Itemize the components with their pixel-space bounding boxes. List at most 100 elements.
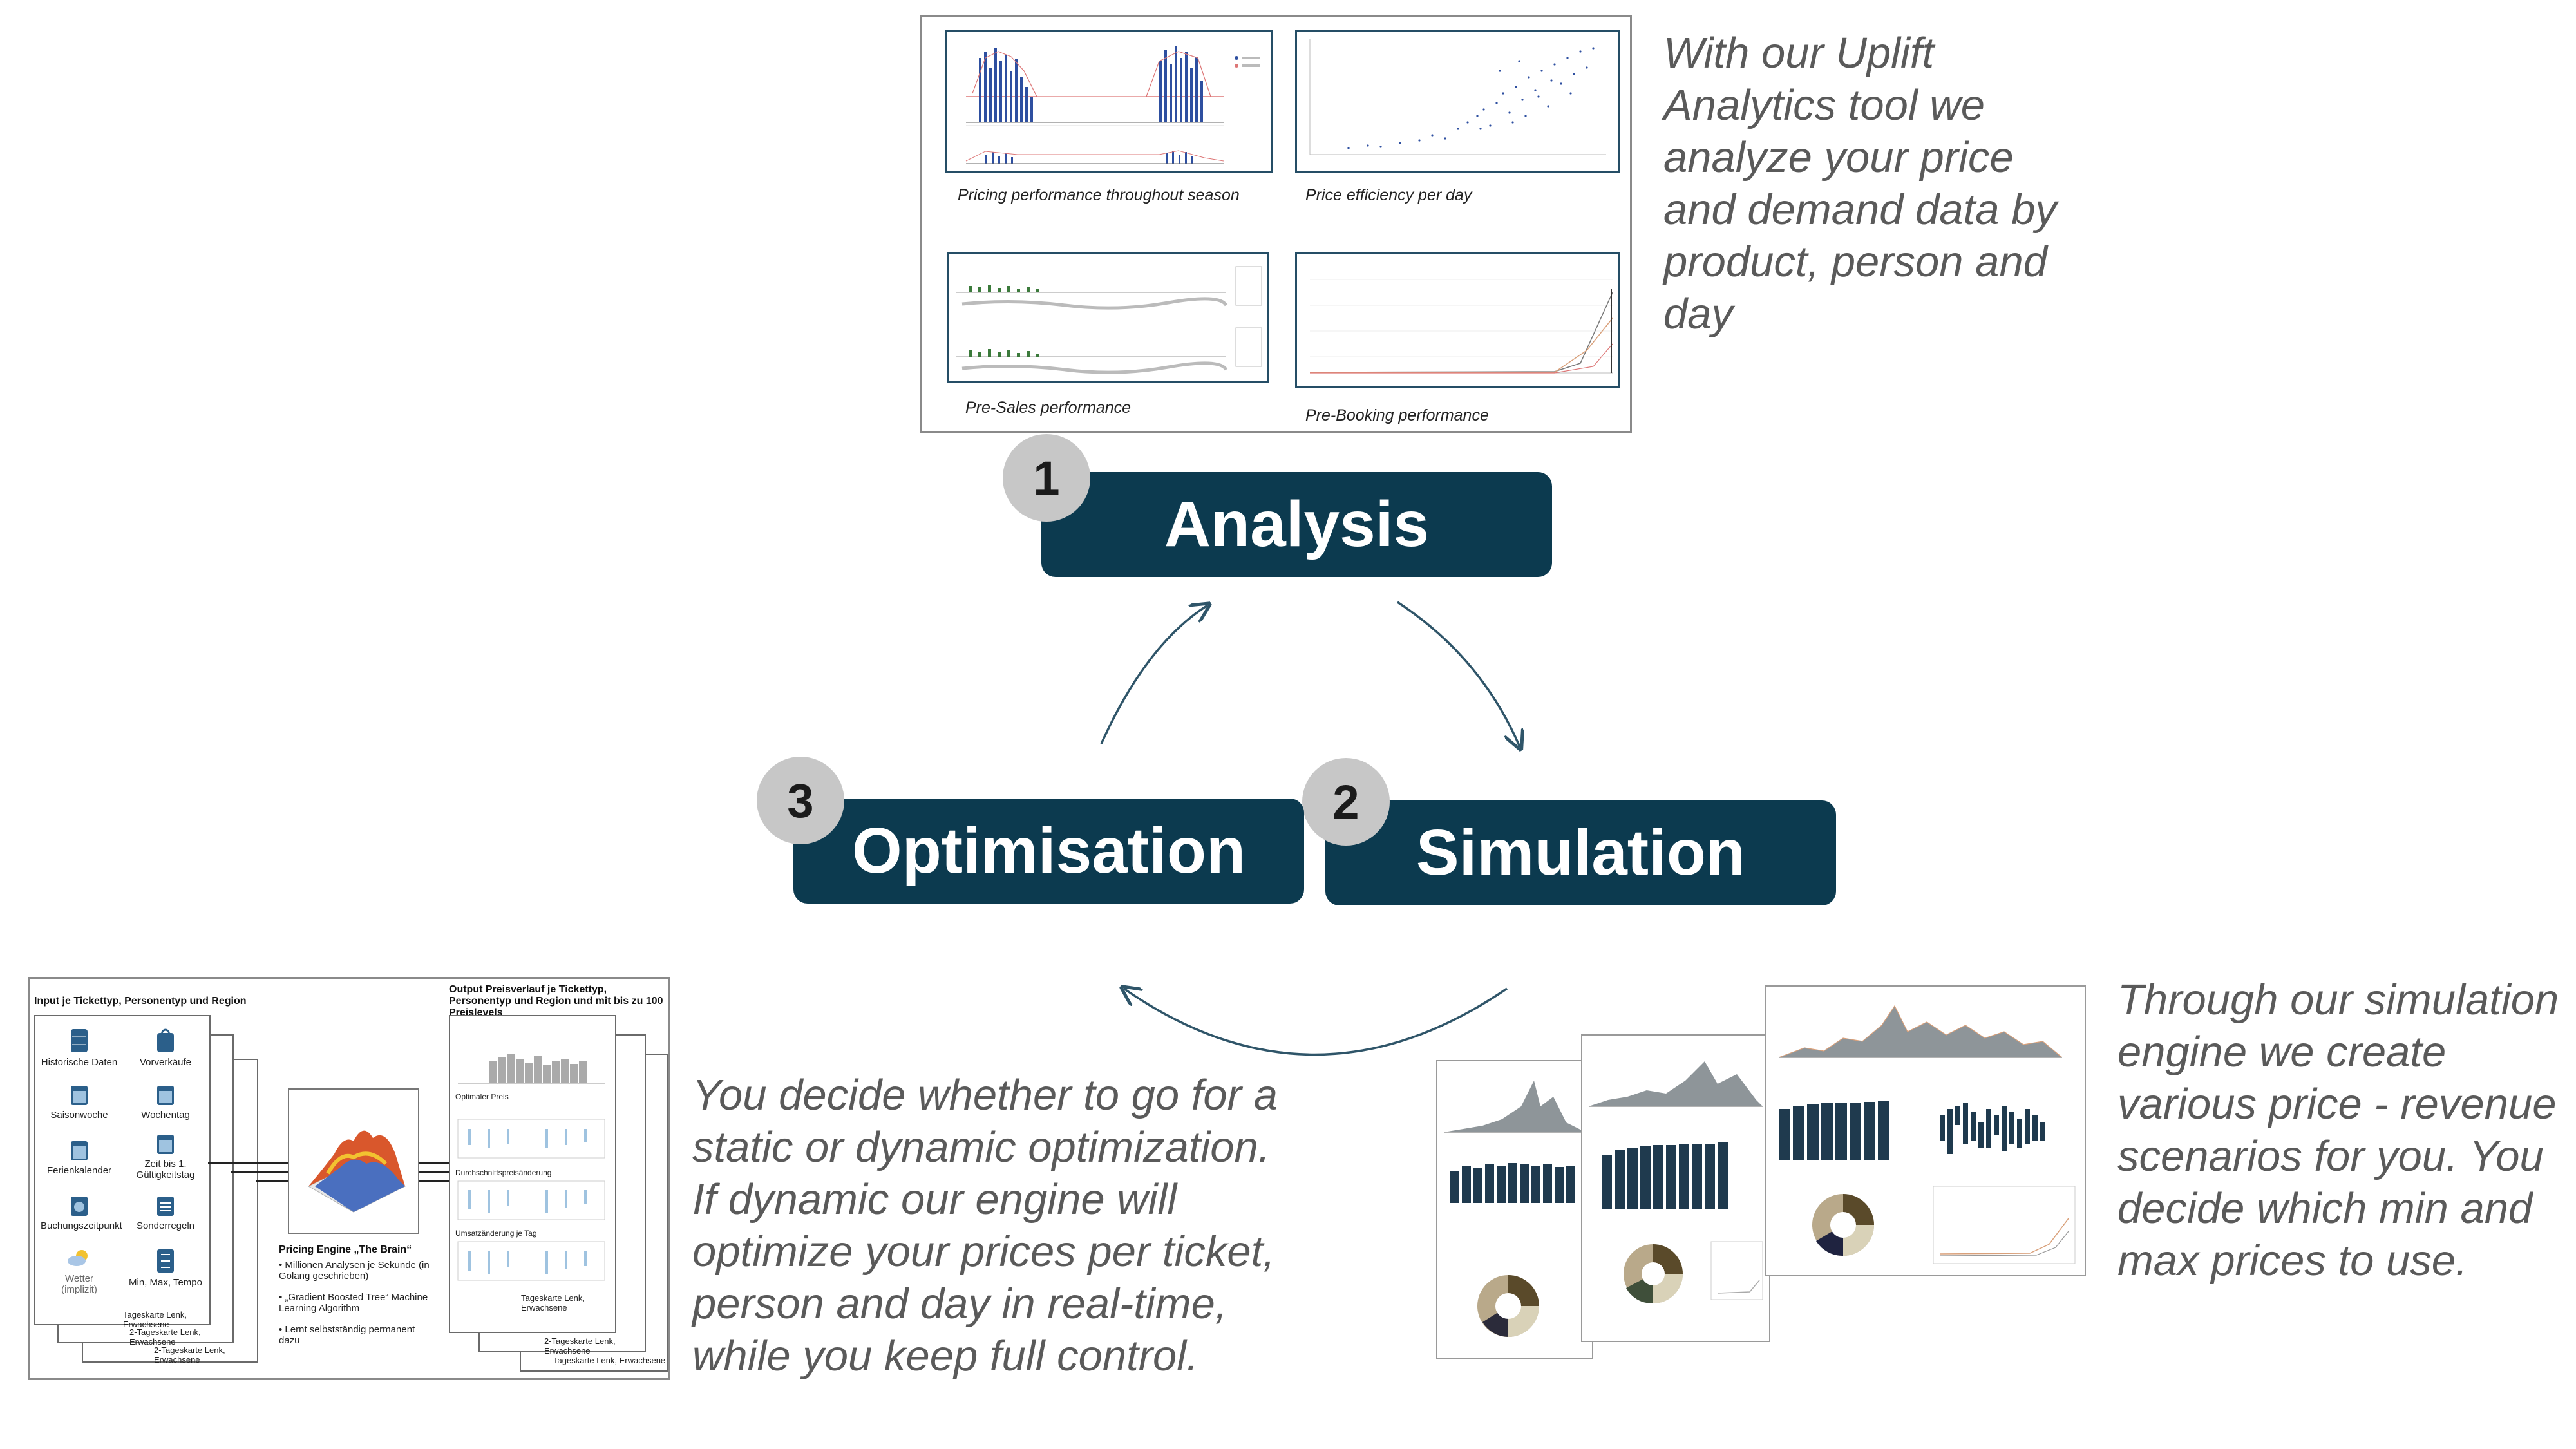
input-item-label: Saisonwoche — [50, 1110, 108, 1121]
analysis-label: Analysis — [1164, 488, 1430, 560]
bag-icon — [157, 1028, 174, 1052]
calendar-icon — [157, 1135, 174, 1154]
simulation-label: Simulation — [1416, 817, 1746, 889]
analysis-description: With our Uplift Analytics tool we analyz… — [1663, 27, 2127, 340]
optimisation-number-badge: 3 — [757, 757, 844, 844]
dashboard-left-charts — [1444, 1081, 1586, 1337]
output-row-label: Umsatzänderung je Tag — [455, 1229, 537, 1238]
input-item-label: Sonderregeln — [136, 1220, 195, 1231]
output-sheet-front: Optimaler Preis Durchschnittspreisänderu… — [449, 1015, 616, 1333]
season-chart — [965, 46, 1260, 164]
analysis-desc-line: analyze your price — [1663, 133, 2014, 182]
sheet-footer: Tageskarte Lenk, Erwachsene — [521, 1293, 585, 1312]
input-item: Ferienkalender — [41, 1139, 118, 1190]
input-item: Zeit bis 1. Gültigkeitstag — [127, 1132, 204, 1197]
input-sheet-front: Tageskarte Lenk, Erwachsene — [34, 1015, 211, 1329]
simulation-desc-line: decide which min and — [2117, 1184, 2533, 1233]
simulation-desc-line: scenarios for you. You — [2117, 1132, 2544, 1180]
engine-title: Pricing Engine „The Brain“ — [279, 1244, 412, 1255]
simulation-description: Through our simulation engine we create … — [2117, 974, 2576, 1287]
analysis-desc-line: Analytics tool we — [1663, 81, 1985, 129]
optimisation-desc-line: optimize your prices per ticket, — [692, 1227, 1275, 1276]
input-item-label: Min, Max, Tempo — [129, 1277, 202, 1288]
analysis-number: 1 — [1033, 451, 1060, 505]
simulation-desc-line: max prices to use. — [2117, 1236, 2468, 1285]
efficiency-chart-thumbnail — [1295, 30, 1620, 173]
database-icon — [71, 1029, 88, 1052]
sheet-footer: 2-Tageskarte Lenk, Erwachsene — [129, 1327, 201, 1347]
analysis-panel: Pricing performance throughout season Pr… — [920, 15, 1632, 433]
simulation-dashboard-right — [1765, 985, 2086, 1276]
presales-chart — [956, 266, 1262, 374]
efficiency-caption: Price efficiency per day — [1305, 186, 1472, 204]
optimisation-description: You decide whether to go for a static or… — [692, 1069, 1336, 1382]
simulation-number: 2 — [1332, 775, 1359, 829]
optimisation-desc-line: static or dynamic optimization. — [692, 1123, 1271, 1171]
simulation-number-badge: 2 — [1302, 758, 1390, 846]
prebooking-chart-thumbnail — [1295, 252, 1620, 388]
optimisation-desc-line: person and day in real-time, — [692, 1280, 1227, 1328]
season-chart-thumbnail — [945, 30, 1273, 173]
dashboard-middle-charts — [1589, 1061, 1763, 1304]
pricing-engine-visual — [288, 1088, 419, 1234]
input-item: Wetter (implizit) — [53, 1248, 105, 1306]
clock-icon — [71, 1197, 88, 1216]
arrow-optimisation-to-analysis — [1100, 605, 1208, 744]
sheet-footer: 2-Tageskarte Lenk, Erwachsene — [154, 1345, 225, 1365]
engine-bullet: • Lernt selbstständig permanent dazu — [279, 1324, 415, 1346]
season-caption: Pricing performance throughout season — [958, 186, 1240, 204]
simulation-desc-line: engine we create — [2117, 1028, 2447, 1076]
prebooking-caption: Pre-Booking performance — [1305, 406, 1489, 424]
calendar-icon — [71, 1141, 88, 1160]
prebooking-chart — [1309, 279, 1613, 374]
input-item: Historische Daten — [41, 1028, 118, 1079]
input-item-label: Historische Daten — [41, 1057, 118, 1068]
engine-bullet-text: „Gradient Boosted Tree“ Machine Learning… — [279, 1292, 428, 1314]
input-title: Input je Tickettyp, Personentyp und Regi… — [34, 996, 247, 1007]
dashboard-right-charts — [1778, 1005, 2076, 1264]
calendar-icon — [157, 1086, 174, 1105]
input-item-label: Wochentag — [141, 1110, 190, 1121]
analysis-desc-line: day — [1663, 290, 1734, 338]
calendar-icon — [71, 1086, 88, 1105]
simulation-desc-line: various price - revenue — [2117, 1080, 2557, 1128]
analysis-number-badge: 1 — [1003, 434, 1090, 522]
weather-icon — [68, 1250, 88, 1266]
engine-bullet: • „Gradient Boosted Tree“ Machine Learni… — [279, 1292, 428, 1314]
input-item-label: Ferienkalender — [46, 1165, 112, 1176]
sheet-footer: Tageskarte Lenk, Erwachsene — [123, 1310, 187, 1329]
arrow-analysis-to-simulation — [1397, 601, 1520, 747]
output-title: Output Preisverlauf je Tickettyp, Person… — [449, 984, 663, 1018]
simulation-step: Simulation — [1325, 800, 1836, 905]
engine-bullet-text: Lernt selbstständig permanent dazu — [279, 1324, 415, 1346]
optimisation-panel: Input je Tickettyp, Personentyp und Regi… — [28, 977, 670, 1380]
engine-bullet-text: Millionen Analysen je Sekunde (in Golang… — [279, 1260, 430, 1282]
input-item: Saisonwoche — [41, 1083, 118, 1135]
presales-chart-thumbnail — [947, 252, 1269, 383]
input-item: Min, Max, Tempo — [127, 1248, 204, 1300]
optimisation-number: 3 — [787, 773, 814, 828]
input-item: Wochentag — [127, 1083, 204, 1135]
engine-bullet: • Millionen Analysen je Sekunde (in Gola… — [279, 1260, 430, 1282]
rules-icon — [157, 1197, 174, 1216]
presales-caption: Pre-Sales performance — [965, 399, 1132, 417]
optimisation-label: Optimisation — [851, 815, 1246, 887]
input-item: Vorverkäufe — [127, 1028, 204, 1079]
output-row-label: Optimaler Preis — [455, 1092, 509, 1101]
analysis-desc-line: product, person and — [1663, 238, 2047, 286]
simulation-desc-line: Through our simulation — [2117, 976, 2559, 1024]
output-row-label: Durchschnittspreisänderung — [455, 1168, 552, 1177]
input-item-label: Wetter (implizit) — [61, 1273, 97, 1295]
analysis-step: Analysis — [1041, 472, 1552, 577]
input-item-label: Buchungszeitpunkt — [41, 1220, 122, 1231]
optimisation-step: Optimisation — [793, 799, 1304, 904]
input-item-label: Vorverkäufe — [139, 1057, 192, 1068]
input-item: Buchungszeitpunkt — [41, 1194, 122, 1245]
simulation-dashboard-middle — [1581, 1034, 1770, 1342]
analysis-desc-line: With our Uplift — [1663, 29, 1935, 77]
arrow-simulation-to-optimisation — [1124, 989, 1508, 1056]
sliders-icon — [157, 1249, 174, 1273]
input-item: Sonderregeln — [127, 1194, 204, 1245]
efficiency-scatter — [1309, 39, 1606, 155]
optimisation-desc-line: If dynamic our engine will — [692, 1175, 1177, 1224]
